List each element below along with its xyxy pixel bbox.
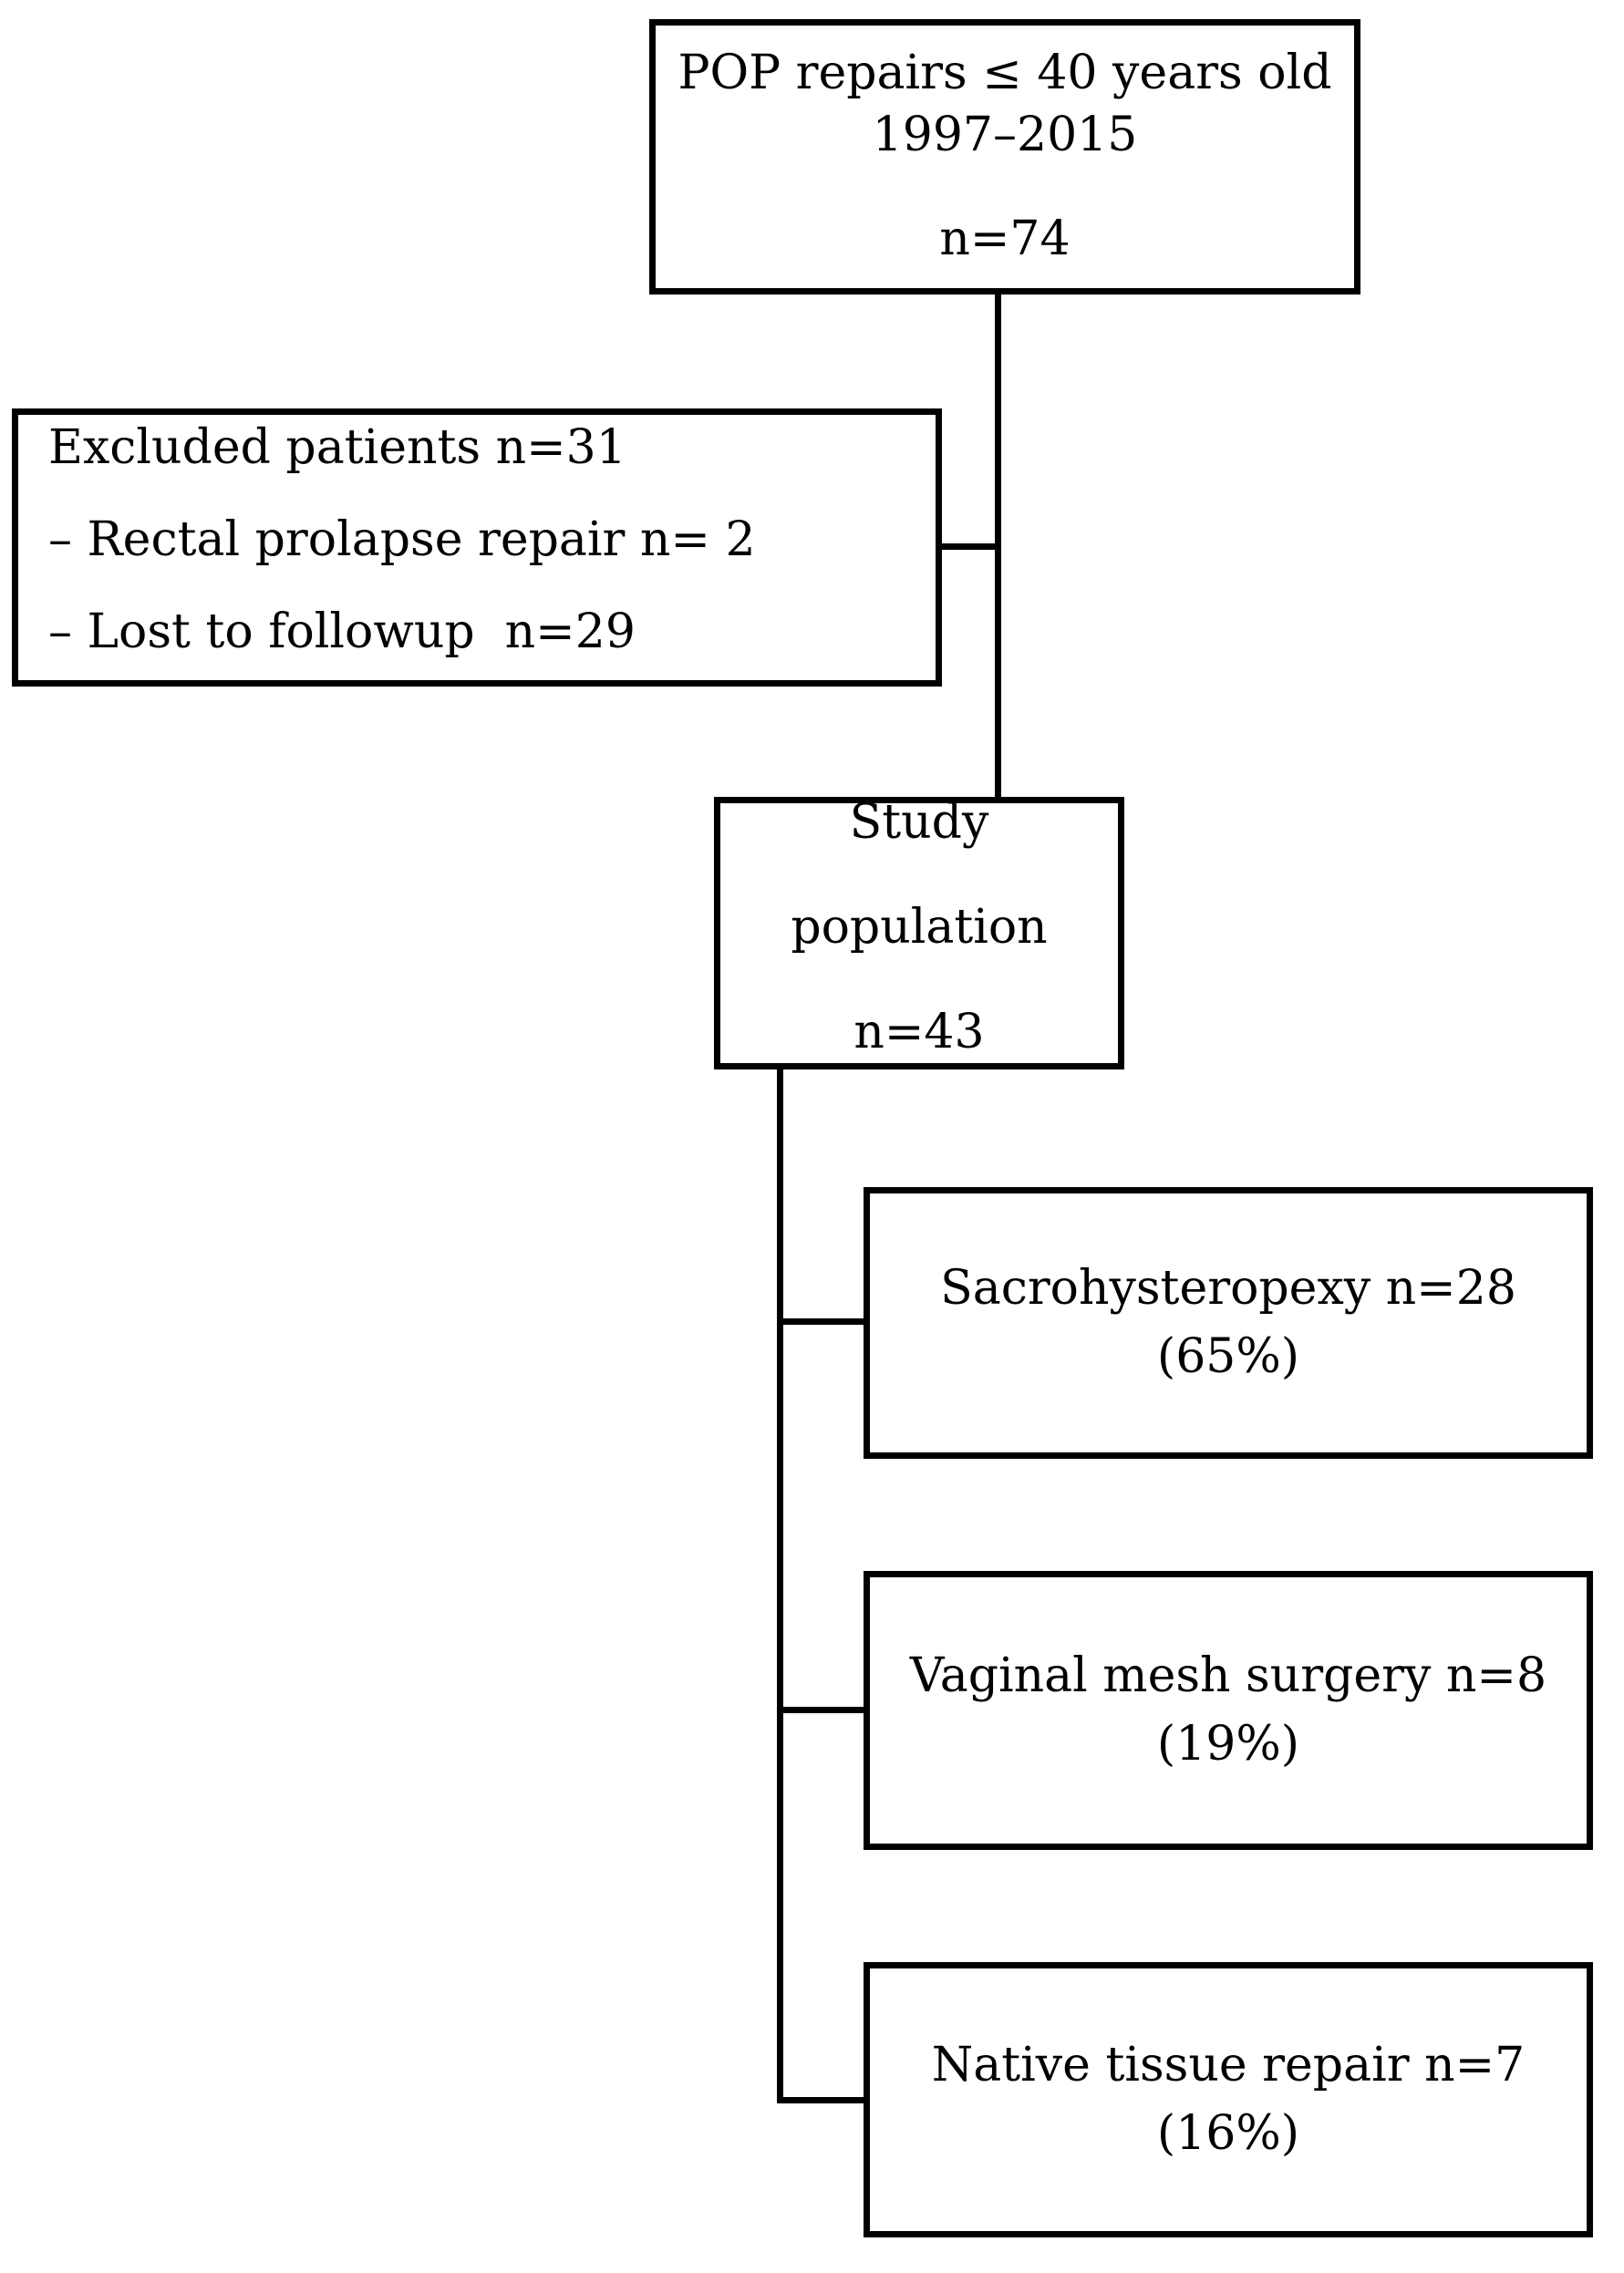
sacrohysteropexy-title: Sacrohysteropexy n=28 bbox=[940, 1261, 1516, 1316]
native-tissue-title: Native tissue repair n=7 bbox=[931, 2038, 1526, 2092]
box-pop-repairs: POP repairs ≤ 40 years old 1997–2015 n=7… bbox=[649, 19, 1360, 294]
connector-vaginal-mesh-branch bbox=[777, 1707, 864, 1713]
excluded-heading: Excluded patients n=31 bbox=[48, 420, 626, 475]
box-vaginal-mesh-surgery: Vaginal mesh surgery n=8 (19%) bbox=[864, 1571, 1593, 1850]
native-tissue-percent: (16%) bbox=[1156, 2106, 1300, 2161]
vaginal-mesh-title: Vaginal mesh surgery n=8 bbox=[909, 1648, 1547, 1703]
box-sacrohysteropexy: Sacrohysteropexy n=28 (65%) bbox=[864, 1187, 1593, 1459]
vaginal-mesh-percent: (19%) bbox=[1156, 1717, 1300, 1772]
box-native-tissue-repair: Native tissue repair n=7 (16%) bbox=[864, 1962, 1593, 2237]
connector-sacrohysteropexy-branch bbox=[777, 1318, 864, 1325]
box-study-population: Study population n=43 bbox=[714, 795, 1124, 1069]
connector-native-tissue-branch bbox=[777, 2097, 864, 2103]
study-population-count: n=43 bbox=[853, 1005, 985, 1059]
study-population-title: Study population bbox=[791, 795, 1048, 955]
pop-repairs-title-line1: POP repairs ≤ 40 years old bbox=[678, 46, 1332, 100]
sacrohysteropexy-percent: (65%) bbox=[1156, 1329, 1300, 1384]
excluded-item-rectal-prolapse: – Rectal prolapse repair n= 2 bbox=[48, 512, 756, 567]
box-excluded-patients: Excluded patients n=31 – Rectal prolapse… bbox=[12, 408, 942, 687]
pop-repairs-title-line2: 1997–2015 bbox=[872, 108, 1138, 162]
pop-repairs-count: n=74 bbox=[939, 212, 1071, 266]
connector-study-to-treatments-vertical bbox=[777, 1068, 783, 2103]
excluded-item-lost-to-followup: – Lost to followup n=29 bbox=[48, 604, 636, 659]
connector-excluded-branch bbox=[942, 543, 1001, 550]
